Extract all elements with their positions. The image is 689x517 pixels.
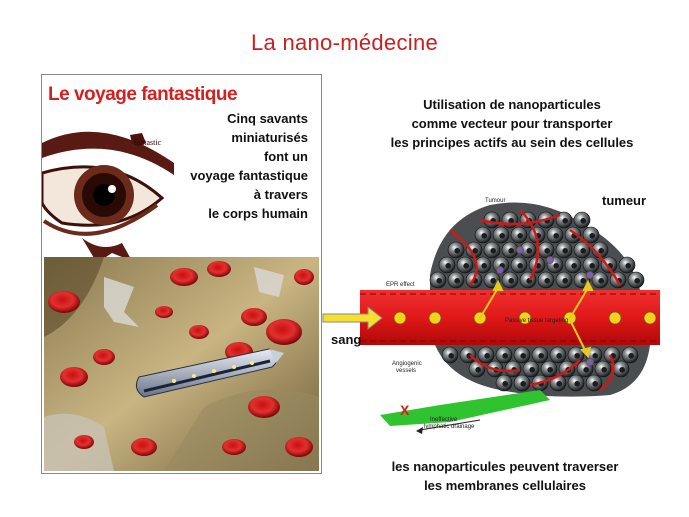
nanoparticle bbox=[608, 311, 622, 325]
cell-nucleus bbox=[580, 218, 586, 224]
lymph-drainage bbox=[380, 390, 550, 426]
cell-nucleus bbox=[574, 353, 580, 359]
nanoparticle bbox=[516, 246, 524, 254]
cell-nucleus bbox=[598, 248, 604, 254]
cell-nucleus bbox=[562, 278, 568, 284]
nanoparticle bbox=[518, 311, 532, 325]
bloodstream-illustration bbox=[44, 257, 319, 471]
cell-nucleus bbox=[562, 218, 568, 224]
cell-nucleus bbox=[580, 248, 586, 254]
cell-nucleus bbox=[556, 381, 562, 387]
nanoparticle bbox=[586, 271, 594, 279]
cell-nucleus bbox=[463, 263, 469, 269]
passive-targeting-label: Passive tissue targeting bbox=[505, 318, 568, 324]
cell-nucleus bbox=[592, 353, 598, 359]
nanoparticle bbox=[643, 311, 657, 325]
cell-nucleus bbox=[526, 248, 532, 254]
cell-nucleus bbox=[481, 263, 487, 269]
nanoparticle bbox=[428, 311, 442, 325]
cell-nucleus bbox=[472, 248, 478, 254]
svg-text:fantastic: fantastic bbox=[134, 138, 162, 147]
caption-line: le corps humain bbox=[208, 206, 308, 221]
cell-nucleus bbox=[445, 263, 451, 269]
nanoparticle-description: Utilisation de nanoparticules comme vect… bbox=[352, 95, 672, 152]
cell-nucleus bbox=[592, 381, 598, 387]
cell-nucleus bbox=[529, 367, 535, 373]
nanoparticle bbox=[496, 266, 504, 274]
footer-line: les nanoparticules peuvent traverser bbox=[391, 459, 619, 474]
cell-nucleus bbox=[502, 381, 508, 387]
caption-line: font un bbox=[263, 149, 308, 164]
tumour-vessel-diagram: X Tumour EPR effect Passive tissue targe… bbox=[322, 198, 660, 434]
cell-nucleus bbox=[490, 248, 496, 254]
cell-nucleus bbox=[448, 353, 454, 359]
cell-nucleus bbox=[589, 233, 595, 239]
cell-nucleus bbox=[571, 263, 577, 269]
cell-nucleus bbox=[436, 278, 442, 284]
cell-nucleus bbox=[598, 278, 604, 284]
cell-nucleus bbox=[517, 233, 523, 239]
cell-nucleus bbox=[502, 353, 508, 359]
nanoparticle bbox=[546, 256, 554, 264]
footer-caption: les nanoparticules peuvent traverser les… bbox=[340, 457, 670, 495]
cell-nucleus bbox=[625, 263, 631, 269]
lymph-label-1: Ineffective bbox=[430, 417, 458, 423]
cell-nucleus bbox=[583, 367, 589, 373]
eye-illustration: fantastic bbox=[42, 131, 174, 263]
cell-nucleus bbox=[553, 233, 559, 239]
cell-nucleus bbox=[508, 218, 514, 224]
cell-nucleus bbox=[508, 278, 514, 284]
cell-nucleus bbox=[481, 233, 487, 239]
cell-nucleus bbox=[499, 233, 505, 239]
lymph-label-2: lymphatic drainage bbox=[424, 424, 475, 430]
angiogenic-label-1: Angiogenic bbox=[392, 361, 422, 367]
cell-nucleus bbox=[580, 278, 586, 284]
description-line: Utilisation de nanoparticules bbox=[423, 97, 601, 112]
cell-nucleus bbox=[634, 278, 640, 284]
submarine-ship bbox=[135, 348, 284, 398]
cell-nucleus bbox=[475, 367, 481, 373]
cell-nucleus bbox=[601, 367, 607, 373]
tumour-small-label: Tumour bbox=[485, 198, 505, 204]
caption-line: miniaturisés bbox=[231, 130, 308, 145]
cell-nucleus bbox=[628, 353, 634, 359]
nanoparticle bbox=[586, 358, 594, 366]
cell-nucleus bbox=[517, 263, 523, 269]
poster-title: Le voyage fantastique bbox=[48, 84, 238, 105]
cell-nucleus bbox=[589, 263, 595, 269]
cell-nucleus bbox=[544, 278, 550, 284]
description-line: comme vecteur pour transporter bbox=[411, 116, 613, 131]
nanoparticle bbox=[393, 311, 407, 325]
description-line: les principes actifs au sein des cellule… bbox=[390, 135, 634, 150]
movie-poster: fantastic Le voyage fantastique Cinq sav… bbox=[41, 74, 322, 474]
angiogenic-label-2: vessels bbox=[396, 368, 416, 374]
cell-nucleus bbox=[574, 381, 580, 387]
cell-nucleus bbox=[538, 353, 544, 359]
blocked-x-icon: X bbox=[400, 402, 410, 418]
cell-nucleus bbox=[490, 278, 496, 284]
cell-nucleus bbox=[520, 381, 526, 387]
poster-caption: Cinq savants miniaturisés font un voyage… bbox=[138, 109, 308, 223]
cell-nucleus bbox=[562, 248, 568, 254]
cell-nucleus bbox=[553, 263, 559, 269]
cell-nucleus bbox=[484, 353, 490, 359]
footer-line: les membranes cellulaires bbox=[424, 478, 586, 493]
blood-flow-arrow bbox=[322, 305, 383, 331]
blood-label: sang bbox=[331, 332, 362, 347]
caption-line: voyage fantastique bbox=[190, 168, 308, 183]
cell-nucleus bbox=[520, 353, 526, 359]
cell-nucleus bbox=[454, 248, 460, 254]
epr-label: EPR effect bbox=[386, 282, 415, 288]
cell-nucleus bbox=[556, 353, 562, 359]
cell-nucleus bbox=[619, 367, 625, 373]
cell-nucleus bbox=[547, 367, 553, 373]
cell-nucleus bbox=[454, 278, 460, 284]
caption-line: Cinq savants bbox=[227, 111, 308, 126]
tumour-label: tumeur bbox=[602, 193, 647, 208]
cell-nucleus bbox=[508, 248, 514, 254]
caption-line: à travers bbox=[253, 187, 308, 202]
slide-title: La nano-médecine bbox=[250, 30, 439, 55]
cell-nucleus bbox=[544, 248, 550, 254]
